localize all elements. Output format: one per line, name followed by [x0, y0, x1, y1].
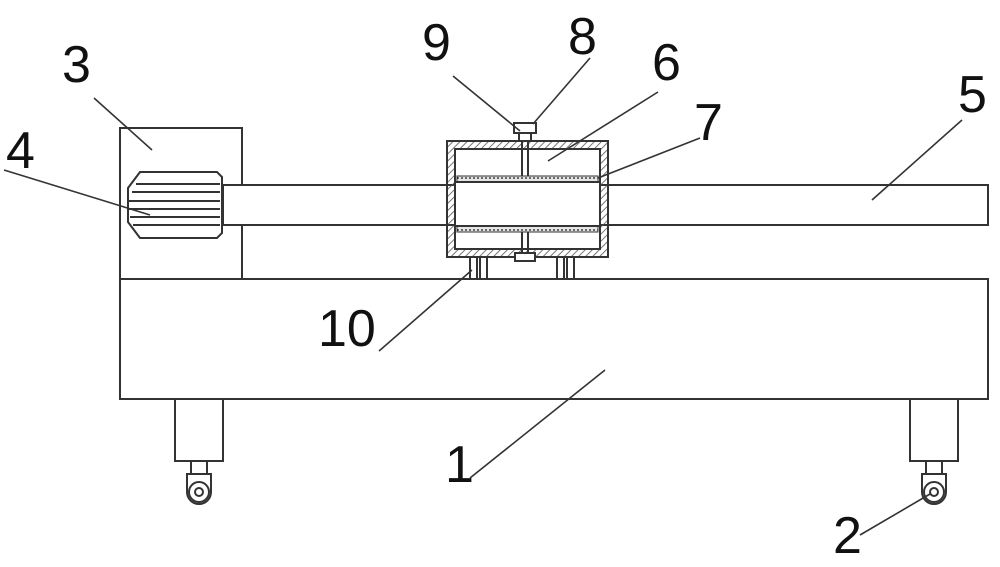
- bolt-assembly: [513, 122, 537, 262]
- label-4: 4: [6, 122, 35, 180]
- label-7: 7: [694, 94, 723, 152]
- label-3: 3: [62, 36, 91, 94]
- label-6: 6: [652, 34, 681, 92]
- label-8: 8: [568, 8, 597, 66]
- label-9: 9: [422, 14, 451, 72]
- label-2: 2: [833, 507, 862, 565]
- label-5: 5: [958, 66, 987, 124]
- left-wheel-assembly: [174, 398, 224, 505]
- right-wheel-assembly: [909, 398, 959, 505]
- label-10: 10: [318, 300, 376, 358]
- leader-lines: [3, 57, 963, 536]
- motor-head: [127, 171, 223, 239]
- base-frame: [119, 278, 989, 400]
- label-1: 1: [445, 436, 474, 494]
